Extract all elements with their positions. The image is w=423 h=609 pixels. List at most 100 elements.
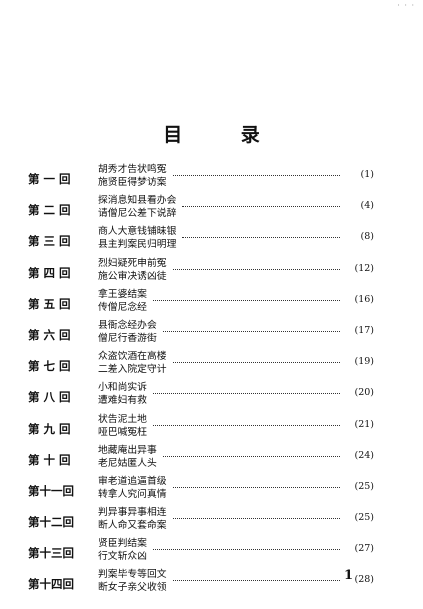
dot-leader	[173, 518, 340, 520]
chapter-title-line-2: 断人命又套命案	[98, 520, 167, 532]
page-number: 1	[344, 568, 354, 583]
chapter-title-line-1: 胡秀才告状鸣冤	[98, 164, 167, 175]
page-ref: (21)	[354, 418, 374, 430]
chapter-title: 烈妇疑死申前冤施公审决诱凶徒	[98, 257, 167, 283]
chapter-title-line-1: 商人大意钱铺昧银	[98, 226, 177, 238]
page-ref: (17)	[354, 324, 374, 336]
chapter-title: 众盗饮酒在高楼二差入院定守计	[98, 350, 167, 376]
toc-entry: 第 六 回 县衙念经办会僧尼行香游街 (17)	[28, 318, 374, 349]
chapter-title-line-2: 哑巴喊冤枉	[98, 426, 147, 438]
chapter-title-line-2: 传僧尼念经	[98, 301, 147, 313]
toc-entry: 第十四回 判案毕专等回文断女子亲父收领 (28)	[28, 567, 374, 598]
chapter-label: 第 六 回	[28, 327, 71, 342]
chapter-title-line-1: 判案毕专等回文	[98, 569, 167, 581]
chapter-title: 贤臣判结案行文斩众凶	[98, 537, 147, 563]
chapter-title-line-2: 转拿人究问真情	[98, 488, 167, 500]
page-ref: (25)	[354, 512, 374, 524]
page-ref: (24)	[354, 449, 374, 461]
page-ref: (4)	[360, 200, 374, 212]
toc-entry: 第十三回 贤臣判结案行文斩众凶 (27)	[28, 536, 374, 567]
dot-leader	[173, 580, 340, 582]
toc-entry: 第 九 回 状告泥土地哑巴喊冤枉 (21)	[28, 412, 374, 443]
dot-leader	[153, 393, 340, 395]
chapter-label: 第 三 回	[28, 234, 71, 249]
toc-entry: 第十一回 审老道追逼首级转拿人究问真情 (25)	[28, 474, 374, 505]
page-ref: (16)	[354, 293, 374, 305]
dot-leader	[173, 175, 340, 176]
chapter-title-line-2: 老尼姑匿人头	[98, 457, 157, 469]
chapter-label: 第十一回	[28, 483, 74, 498]
chapter-title-line-1: 众盗饮酒在高楼	[98, 351, 167, 363]
chapter-title-line-2: 断女子亲父收领	[98, 582, 167, 594]
page-ref: (28)	[354, 574, 374, 586]
chapter-title-line-1: 审老道追逼首级	[98, 475, 167, 487]
toc-entry: 第 四 回 烈妇疑死申前冤施公审决诱凶徒 (12)	[28, 256, 374, 287]
dot-leader	[182, 206, 340, 208]
chapter-label: 第 四 回	[28, 265, 71, 280]
chapter-title-line-2: 施贤臣得梦访案	[98, 177, 167, 188]
chapter-title-line-2: 县主判案民归明理	[98, 239, 177, 251]
toc-entry: 第十二回 判异事异事相连断人命又套命案 (25)	[28, 505, 374, 536]
page-ref: (12)	[354, 262, 374, 274]
dot-leader	[153, 424, 340, 426]
toc-entry: 第 二 回 探消息知县看办会请僧尼公差下说辞 (4)	[28, 193, 374, 224]
chapter-title: 胡秀才告状鸣冤施贤臣得梦访案	[98, 163, 167, 189]
chapter-label: 第十二回	[28, 515, 74, 530]
toc-entry: 第 一 回 胡秀才告状鸣冤施贤臣得梦访案 (1)	[28, 162, 374, 193]
page-title: 目 录	[163, 124, 286, 146]
chapter-title-line-1: 地藏庵出异事	[98, 444, 157, 456]
dot-leader	[173, 268, 340, 270]
chapter-label: 第 九 回	[28, 421, 71, 436]
chapter-title: 小和尚实诉遭难妇有救	[98, 381, 147, 407]
chapter-title-line-1: 烈妇疑死申前冤	[98, 257, 167, 269]
dot-leader	[173, 362, 340, 364]
toc-entry: 第 八 回 小和尚实诉遭难妇有救 (20)	[28, 380, 374, 411]
dot-leader	[153, 299, 340, 301]
chapter-title: 探消息知县看办会请僧尼公差下说辞	[98, 194, 176, 220]
chapter-label: 第 七 回	[28, 359, 71, 374]
dot-leader	[163, 330, 340, 332]
toc-entry: 第 十 回 地藏庵出异事老尼姑匿人头 (24)	[28, 443, 374, 474]
chapter-title: 县衙念经办会僧尼行香游街	[98, 319, 157, 345]
page-ref: (25)	[354, 480, 374, 492]
page-ref: (20)	[354, 387, 374, 399]
dot-leader	[173, 486, 340, 488]
chapter-title-line-2: 僧尼行香游街	[98, 332, 157, 344]
corner-mark: · · ·	[397, 1, 415, 10]
chapter-label: 第 五 回	[28, 296, 71, 311]
dot-leader	[182, 237, 340, 239]
chapter-title: 状告泥土地哑巴喊冤枉	[98, 413, 147, 439]
page-ref: (1)	[360, 169, 374, 180]
dot-leader	[163, 455, 340, 457]
chapter-title: 商人大意钱铺昧银县主判案民归明理	[98, 225, 176, 251]
page-ref: (27)	[354, 543, 374, 555]
chapter-title-line-2: 施公审决诱凶徒	[98, 270, 167, 282]
chapter-label: 第 十 回	[28, 452, 71, 467]
toc-entry: 第 五 回 拿王婆结案传僧尼念经 (16)	[28, 287, 374, 318]
page-ref: (8)	[360, 231, 374, 243]
chapter-title-line-1: 拿王婆结案	[98, 288, 147, 300]
chapter-label: 第十四回	[28, 577, 74, 592]
table-of-contents: 第 一 回 胡秀才告状鸣冤施贤臣得梦访案 (1) 第 二 回 探消息知县看办会请僧尼公差…	[28, 162, 374, 599]
chapter-title: 判案毕专等回文断女子亲父收领	[98, 568, 167, 594]
chapter-label: 第十三回	[28, 546, 74, 561]
chapter-label: 第 八 回	[28, 390, 71, 405]
chapter-title: 地藏庵出异事老尼姑匿人头	[98, 444, 157, 470]
toc-entry: 第 三 回 商人大意钱铺昧银县主判案民归明理 (8)	[28, 224, 374, 255]
chapter-title-line-1: 贤臣判结案	[98, 538, 147, 550]
chapter-label: 第 二 回	[28, 203, 71, 218]
toc-entry: 第 七 回 众盗饮酒在高楼二差入院定守计 (19)	[28, 349, 374, 380]
chapter-title-line-2: 请僧尼公差下说辞	[98, 208, 177, 220]
page-ref: (19)	[354, 356, 374, 368]
chapter-title-line-1: 判异事异事相连	[98, 507, 167, 519]
chapter-title-line-2: 行文斩众凶	[98, 551, 147, 563]
chapter-title-line-1: 县衙念经办会	[98, 319, 157, 331]
chapter-title-line-1: 探消息知县看办会	[98, 195, 177, 207]
chapter-title-line-1: 状告泥土地	[98, 413, 147, 425]
dot-leader	[153, 549, 340, 551]
chapter-title: 判异事异事相连断人命又套命案	[98, 506, 167, 532]
chapter-label: 第 一 回	[28, 172, 71, 186]
chapter-title-line-1: 小和尚实诉	[98, 382, 147, 394]
chapter-title: 审老道追逼首级转拿人究问真情	[98, 475, 167, 501]
chapter-title-line-2: 二差入院定守计	[98, 364, 167, 376]
